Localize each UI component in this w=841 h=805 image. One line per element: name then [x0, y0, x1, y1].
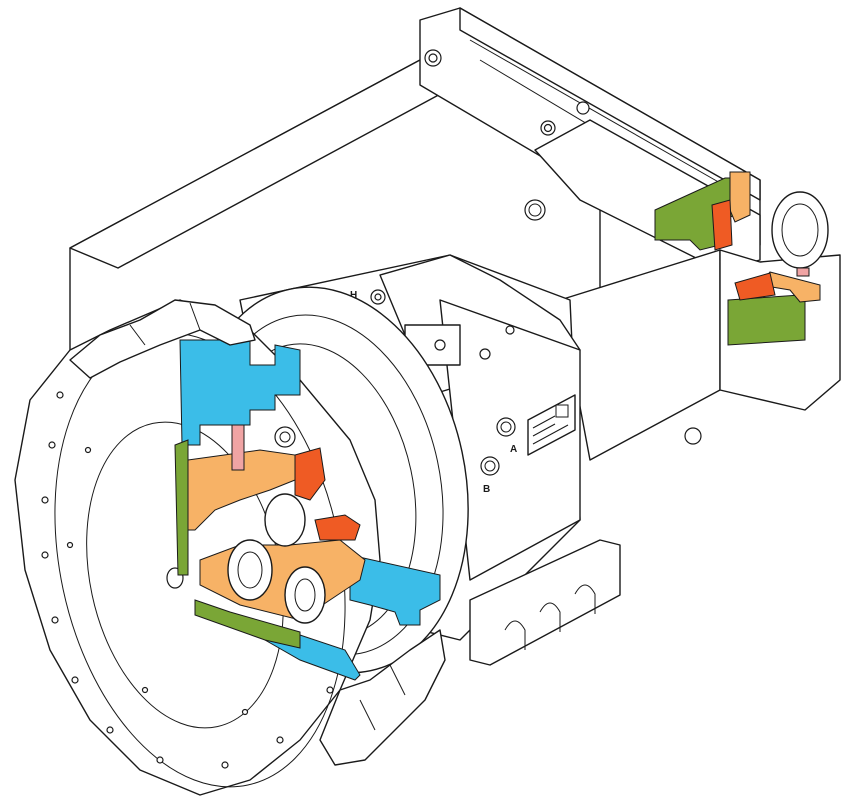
port-b-label: B — [483, 484, 490, 495]
port-h: H — [350, 290, 357, 301]
motor-seal-section — [654, 177, 806, 346]
piston-section — [294, 447, 361, 541]
port-a-label: A — [510, 444, 517, 455]
seal-section — [174, 439, 301, 649]
motor-bearing-section — [729, 171, 821, 303]
inner-bearings — [227, 426, 326, 624]
clamp-ring-top — [69, 299, 256, 379]
port-b: B — [480, 456, 500, 495]
port-a: A — [496, 417, 517, 455]
mounting-feet — [469, 539, 621, 666]
pin-section — [231, 424, 245, 471]
nameplate — [527, 394, 576, 456]
motor-piston-section — [711, 199, 810, 301]
clamp-ring-bottom — [319, 629, 446, 766]
port-h-label: H — [350, 290, 357, 301]
